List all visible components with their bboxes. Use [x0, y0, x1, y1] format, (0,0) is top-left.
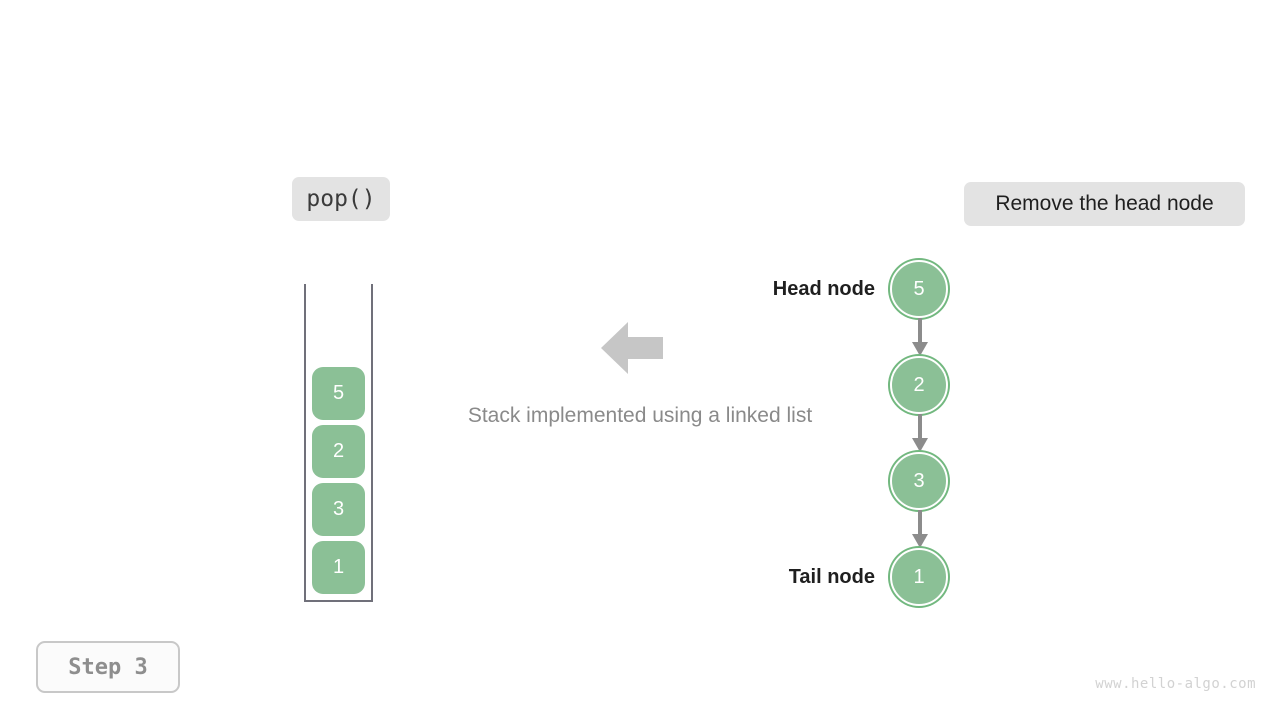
stack-wall-left [304, 284, 306, 602]
operation-label: pop() [306, 186, 376, 212]
linked-list: Head node 5 2 3 Tail node 1 [760, 250, 1020, 620]
linked-list-row: Head node 5 [760, 260, 1020, 318]
stack-container: 1 3 2 5 [303, 284, 374, 602]
action-badge: Remove the head node [964, 182, 1245, 226]
watermark: www.hello-algo.com [1095, 676, 1256, 692]
action-label: Remove the head node [995, 192, 1214, 215]
linked-list-row: 2 [760, 356, 1020, 414]
linked-list-node: 2 [890, 356, 948, 414]
stack-floor [304, 600, 373, 602]
stack-items: 1 3 2 5 [312, 367, 365, 594]
stack-cell: 2 [312, 425, 365, 478]
step-label: Step 3 [68, 654, 148, 680]
linked-list-node: 3 [890, 452, 948, 510]
arrow-down-icon [891, 318, 949, 356]
arrow-down-icon [891, 510, 949, 548]
tail-node-label: Tail node [788, 565, 875, 588]
stack-cell: 5 [312, 367, 365, 420]
arrow-down-icon [891, 414, 949, 452]
stack-cell: 1 [312, 541, 365, 594]
arrow-left-icon [601, 319, 663, 377]
operation-badge: pop() [292, 177, 390, 221]
stack-wall-right [371, 284, 373, 602]
linked-list-row: 3 [760, 452, 1020, 510]
linked-list-node: 1 [890, 548, 948, 606]
linked-list-row: Tail node 1 [760, 548, 1020, 606]
caption-text: Stack implemented using a linked list [467, 404, 813, 427]
step-badge: Step 3 [36, 641, 180, 693]
linked-list-node: 5 [890, 260, 948, 318]
head-node-label: Head node [772, 277, 875, 300]
stack-cell: 3 [312, 483, 365, 536]
